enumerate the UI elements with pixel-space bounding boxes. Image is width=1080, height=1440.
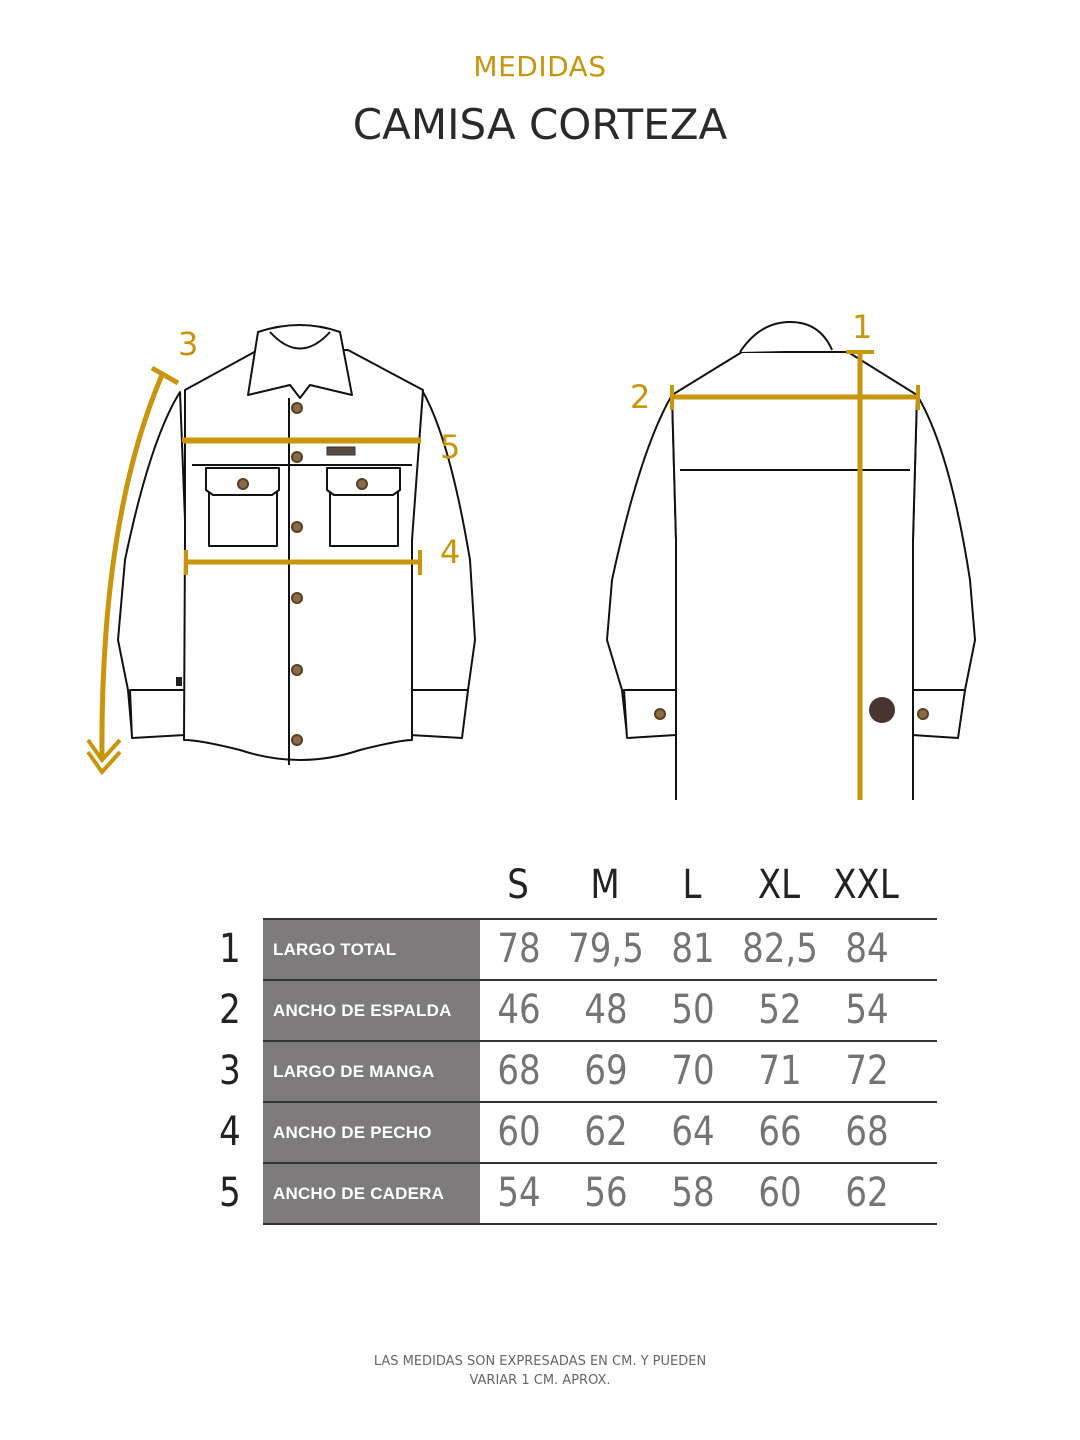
row-index: 3 — [219, 1048, 241, 1094]
row-index: 2 — [219, 987, 241, 1033]
table-row: 1 LARGO TOTAL 78 79,5 81 82,5 84 — [219, 918, 937, 979]
value-l: 58 — [671, 1170, 715, 1216]
value-m: 48 — [584, 987, 628, 1033]
value-s: 54 — [497, 1170, 541, 1216]
button-icons — [237, 402, 368, 746]
table-row: 2 ANCHO DE ESPALDA 46 48 50 52 54 — [219, 979, 937, 1040]
row-label: LARGO TOTAL — [263, 920, 480, 979]
value-xl: 60 — [758, 1170, 802, 1216]
row-label: LARGO DE MANGA — [263, 1042, 480, 1101]
row-index: 1 — [219, 926, 241, 972]
size-s: S — [507, 862, 529, 908]
value-s: 46 — [497, 987, 541, 1033]
measure-label-2: 2 — [630, 378, 650, 416]
measure-label-1: 1 — [852, 308, 872, 346]
button-icons — [654, 708, 929, 720]
footnote-line-2: VARIAR 1 CM. APROX. — [469, 1373, 611, 1388]
footnote-line-1: LAS MEDIDAS SON EXPRESADAS EN CM. Y PUED… — [373, 1354, 707, 1369]
value-xxl: 72 — [845, 1048, 889, 1094]
value-l: 50 — [671, 987, 715, 1033]
size-m: M — [590, 862, 620, 908]
measure-3-sleeve-arc — [99, 374, 165, 761]
back-patch-icon — [869, 697, 895, 723]
value-m: 79,5 — [568, 926, 644, 972]
value-l: 81 — [671, 926, 715, 972]
value-s: 60 — [497, 1109, 541, 1155]
back-measure-guides — [670, 350, 920, 800]
table-row: 5 ANCHO DE CADERA 54 56 58 60 62 — [219, 1162, 937, 1225]
value-xl: 82,5 — [742, 926, 818, 972]
row-label: ANCHO DE PECHO — [263, 1103, 480, 1162]
value-l: 64 — [671, 1109, 715, 1155]
row-index: 5 — [219, 1170, 241, 1216]
shirt-diagram: 3 4 5 1 2 — [86, 308, 976, 800]
value-m: 69 — [584, 1048, 628, 1094]
value-xxl: 62 — [845, 1170, 889, 1216]
value-xl: 52 — [758, 987, 802, 1033]
value-s: 68 — [497, 1048, 541, 1094]
page-subtitle: MEDIDAS — [473, 50, 607, 83]
footnote: LAS MEDIDAS SON EXPRESADAS EN CM. Y PUED… — [0, 1352, 1080, 1390]
size-xl: XL — [757, 862, 801, 908]
shirt-front-view — [117, 324, 476, 765]
value-m: 62 — [584, 1109, 628, 1155]
row-label: ANCHO DE CADERA — [263, 1164, 480, 1223]
size-xxl: XXL — [833, 862, 899, 908]
value-xxl: 54 — [845, 987, 889, 1033]
value-xl: 66 — [758, 1109, 802, 1155]
table-row: 4 ANCHO DE PECHO 60 62 64 66 68 — [219, 1101, 937, 1162]
shirt-back-view — [606, 321, 976, 800]
value-xxl: 84 — [845, 926, 889, 972]
value-s: 78 — [497, 926, 541, 972]
value-xl: 71 — [758, 1048, 802, 1094]
value-xxl: 68 — [845, 1109, 889, 1155]
row-index: 4 — [219, 1109, 241, 1155]
measure-label-3: 3 — [178, 325, 198, 363]
row-label: ANCHO DE ESPALDA — [263, 981, 480, 1040]
page-title: CAMISA CORTEZA — [352, 100, 728, 149]
size-header-row: S M L XL XXL — [0, 862, 1080, 912]
size-l: L — [682, 862, 702, 908]
measure-label-5: 5 — [440, 428, 460, 466]
value-m: 56 — [584, 1170, 628, 1216]
table-row: 3 LARGO DE MANGA 68 69 70 71 72 — [219, 1040, 937, 1101]
measure-label-4: 4 — [440, 533, 460, 571]
size-table: 1 LARGO TOTAL 78 79,5 81 82,5 84 2 ANCHO… — [219, 918, 937, 1225]
value-l: 70 — [671, 1048, 715, 1094]
